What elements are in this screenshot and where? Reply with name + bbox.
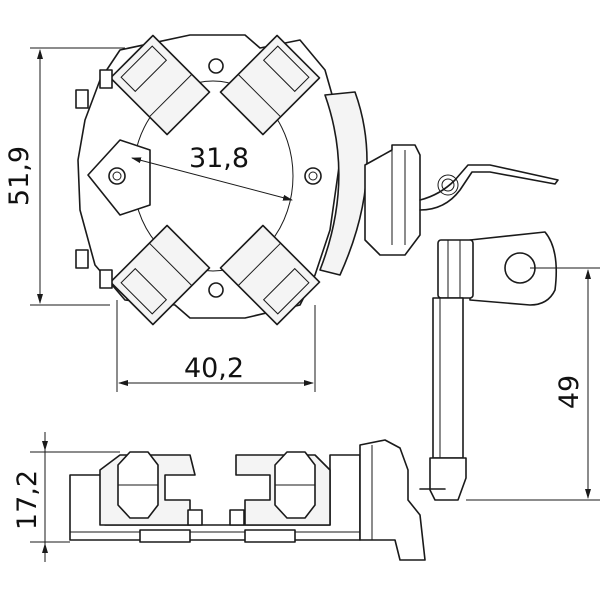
brush-holder-side-view: [69, 439, 426, 561]
left-mounting-hole: [108, 167, 126, 185]
brush-box-bottom-left: [109, 224, 211, 326]
clip: [187, 509, 203, 526]
terminal-wire-assembly: [419, 231, 558, 501]
clip: [75, 89, 89, 109]
dimension-labels: 51,9 31,8 40,2 49 17,2: [4, 143, 585, 530]
top-small-hole: [208, 58, 224, 74]
wire-sleeve: [432, 297, 464, 459]
dim-terminal-length: 49: [554, 375, 585, 409]
dim-side-height: 17,2: [12, 470, 43, 530]
clip: [99, 69, 113, 89]
clip: [99, 269, 113, 289]
terminal-lower-end: [429, 457, 467, 501]
spring: [419, 164, 559, 211]
right-mounting-hole: [304, 167, 322, 185]
bottom-small-hole: [208, 282, 224, 298]
crimp: [437, 239, 474, 299]
clip: [229, 509, 245, 526]
dimension-lines: [30, 47, 600, 562]
dim-overall-width: 40,2: [184, 353, 244, 384]
curved-insulator: [319, 91, 368, 276]
brush-box-bottom-right: [219, 224, 321, 326]
bottom-tab: [244, 529, 296, 543]
bottom-tab: [139, 529, 191, 543]
ring-terminal: [469, 231, 558, 306]
brush-box-top-right: [219, 34, 321, 136]
clip: [75, 249, 89, 269]
dim-hole-spacing: 31,8: [189, 143, 249, 174]
brush-box-top-left: [109, 34, 211, 136]
dim-overall-height: 51,9: [4, 146, 35, 206]
side-connector-housing: [359, 439, 426, 561]
